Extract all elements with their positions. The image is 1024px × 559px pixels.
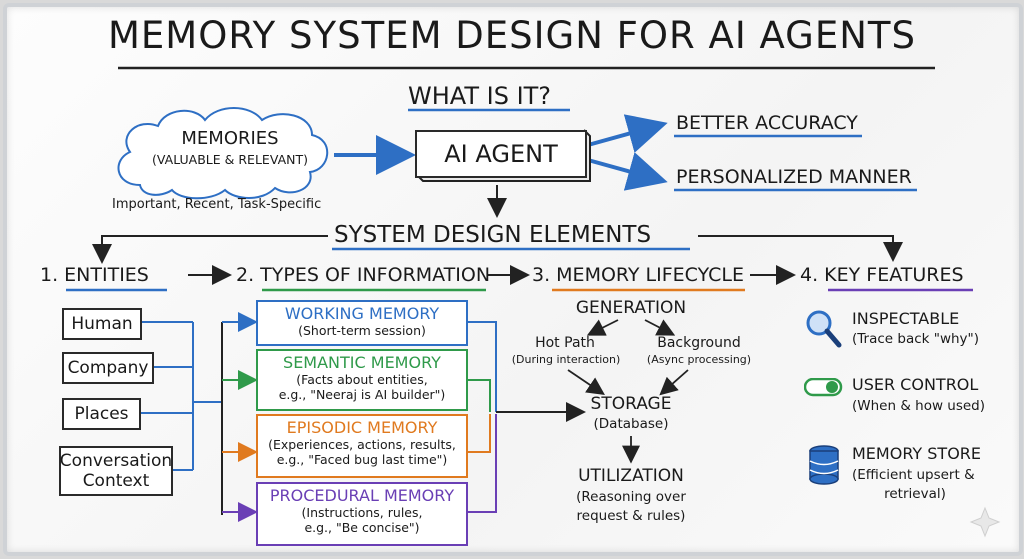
toggle-icon	[804, 378, 843, 397]
entity-places: Places	[62, 398, 141, 430]
memory-desc: e.g., "Neeraj is AI builder")	[278, 387, 446, 402]
memory-desc: (Short-term session)	[298, 323, 426, 338]
outcome-personalized-manner: PERSONALIZED MANNER	[676, 166, 912, 188]
lifecycle-hot-path: Hot Path	[535, 335, 595, 351]
memories-title: MEMORIES	[181, 128, 279, 149]
feature-user-control-sub: (When & how used)	[852, 398, 986, 414]
lifecycle-storage: STORAGE	[590, 394, 672, 414]
lifecycle-storage-sub: (Database)	[593, 416, 669, 432]
lifecycle-hot-path-sub: (During interaction)	[511, 353, 621, 366]
feature-memory-store-sub: (Efficient upsert &	[852, 467, 975, 483]
feature-user-control-title: USER CONTROL	[852, 375, 979, 394]
system-design-heading: SYSTEM DESIGN ELEMENTS	[334, 222, 652, 248]
entity-company: Company	[62, 352, 154, 384]
entity-human: Human	[62, 308, 142, 340]
memory-desc: e.g., "Faced bug last time")	[276, 452, 448, 467]
memory-desc: (Instructions, rules,	[301, 505, 423, 520]
lifecycle-background-sub: (Async processing)	[646, 353, 752, 366]
feature-memory-store-sub: retrieval)	[884, 486, 946, 502]
memory-title: PROCEDURAL MEMORY	[269, 486, 455, 505]
semantic-memory-box: SEMANTIC MEMORY (Facts about entities, e…	[256, 349, 468, 411]
ai-agent-label: AI AGENT	[444, 140, 558, 168]
magnifier-icon	[806, 310, 842, 348]
outcome-better-accuracy: BETTER ACCURACY	[676, 112, 858, 134]
entity-label: Human	[71, 314, 133, 334]
section-types-of-information: 2. TYPES OF INFORMATION	[236, 264, 491, 286]
memory-title: EPISODIC MEMORY	[286, 418, 438, 437]
memory-desc: e.g., "Be concise")	[304, 520, 420, 535]
lifecycle-generation: GENERATION	[575, 298, 687, 318]
page-title: MEMORY SYSTEM DESIGN FOR AI AGENTS	[107, 14, 916, 57]
feature-memory-store-title: MEMORY STORE	[852, 444, 982, 463]
lifecycle-utilization-sub: request & rules)	[576, 508, 686, 524]
lifecycle-utilization: UTILIZATION	[578, 466, 684, 486]
procedural-memory-box: PROCEDURAL MEMORY (Instructions, rules, …	[256, 482, 468, 546]
memory-title: SEMANTIC MEMORY	[283, 353, 441, 372]
section-entities: 1. ENTITIES	[40, 264, 149, 286]
what-is-it-heading: WHAT IS IT?	[408, 82, 552, 110]
database-icon	[809, 445, 839, 485]
entity-label: Company	[67, 358, 149, 378]
memory-desc: (Facts about entities,	[296, 372, 428, 387]
entity-conversation-context: Conversation Context	[59, 446, 173, 496]
memories-subtitle: (VALUABLE & RELEVANT)	[152, 152, 308, 167]
memories-caption: Important, Recent, Task-Specific	[112, 197, 322, 212]
section-memory-lifecycle: 3. MEMORY LIFECYCLE	[532, 264, 745, 286]
working-memory-box: WORKING MEMORY (Short-term session)	[256, 300, 468, 346]
lifecycle-background: Background	[657, 335, 741, 351]
memories-cloud	[117, 107, 329, 200]
episodic-memory-box: EPISODIC MEMORY (Experiences, actions, r…	[256, 414, 468, 478]
memory-desc: (Experiences, actions, results,	[268, 437, 456, 452]
ai-agent-box: AI AGENT	[415, 130, 587, 178]
feature-inspectable-title: INSPECTABLE	[852, 309, 960, 328]
feature-inspectable-sub: (Trace back "why")	[852, 331, 980, 347]
sparkle-icon	[969, 506, 1001, 538]
entity-label: Places	[74, 404, 129, 424]
entity-label: Conversation Context	[59, 451, 173, 491]
memory-title: WORKING MEMORY	[284, 304, 440, 323]
section-key-features: 4. KEY FEATURES	[800, 264, 964, 286]
lifecycle-utilization-sub: (Reasoning over	[576, 489, 686, 505]
